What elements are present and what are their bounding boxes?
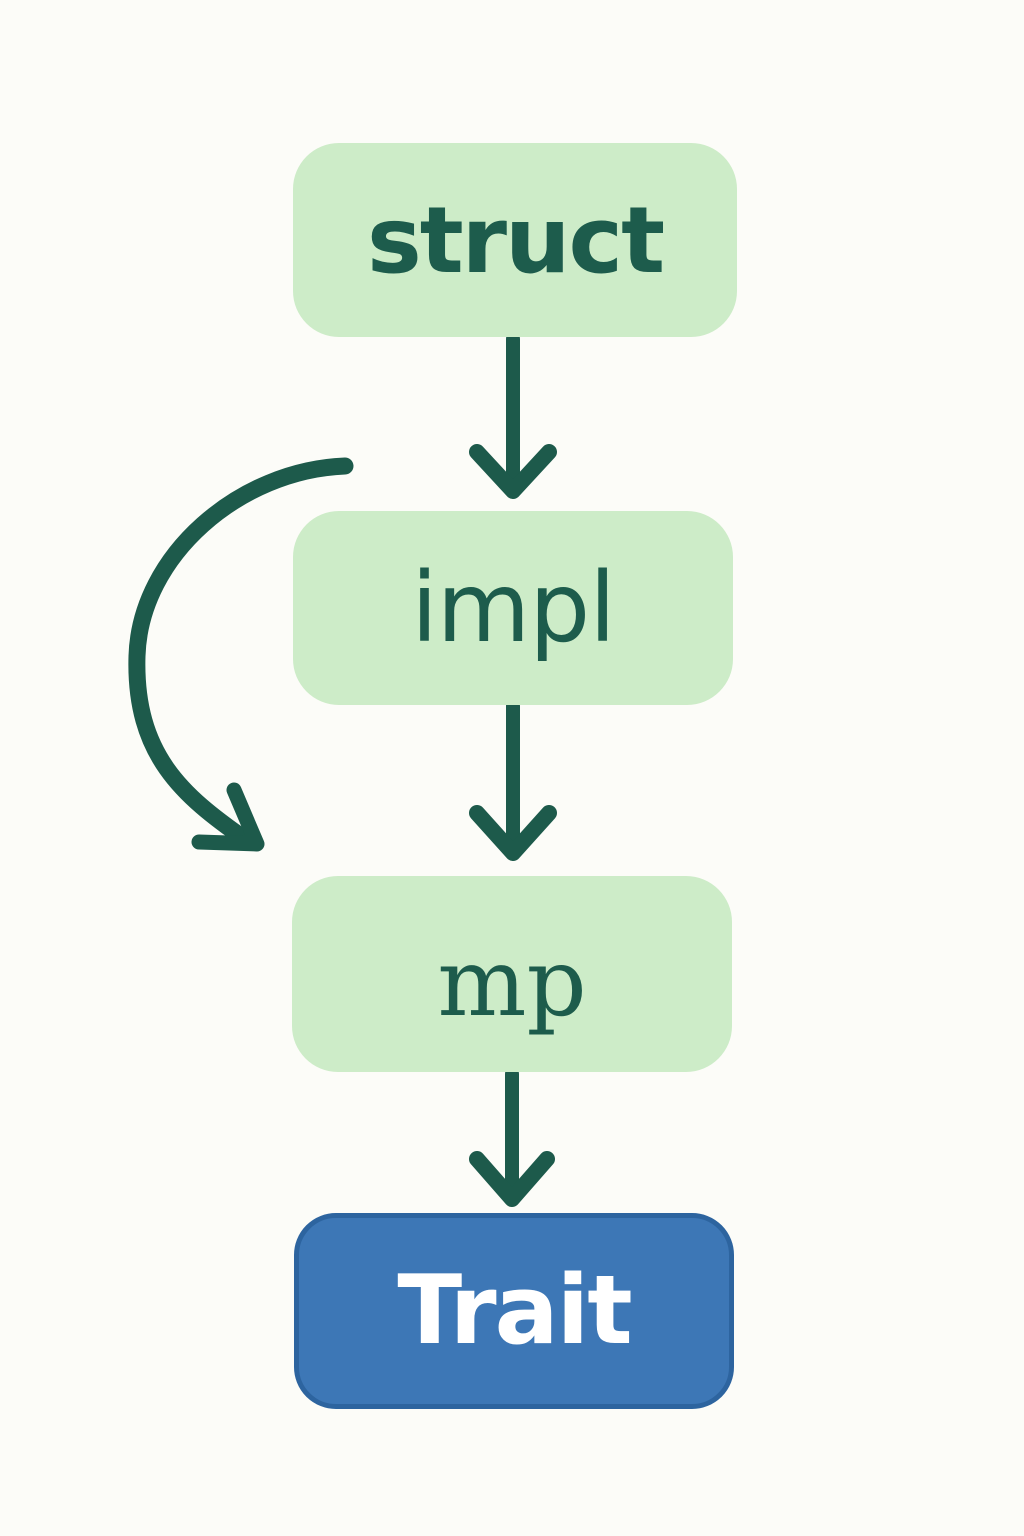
curved-left-arrow: [128, 457, 354, 852]
node-impl: impl: [293, 511, 733, 705]
node-mp: mp: [292, 876, 732, 1072]
arrow-impl-to-mp: [469, 699, 557, 861]
node-trait-label: Trait: [397, 1256, 632, 1366]
node-struct-label: struct: [366, 186, 665, 294]
node-trait: Trait: [294, 1213, 734, 1409]
arrow-struct-to-impl: [469, 332, 557, 499]
node-impl-label: impl: [411, 552, 616, 664]
node-struct: struct: [293, 143, 737, 337]
arrow-mp-to-trait: [469, 1067, 555, 1207]
node-mp-label: mp: [437, 928, 587, 1038]
